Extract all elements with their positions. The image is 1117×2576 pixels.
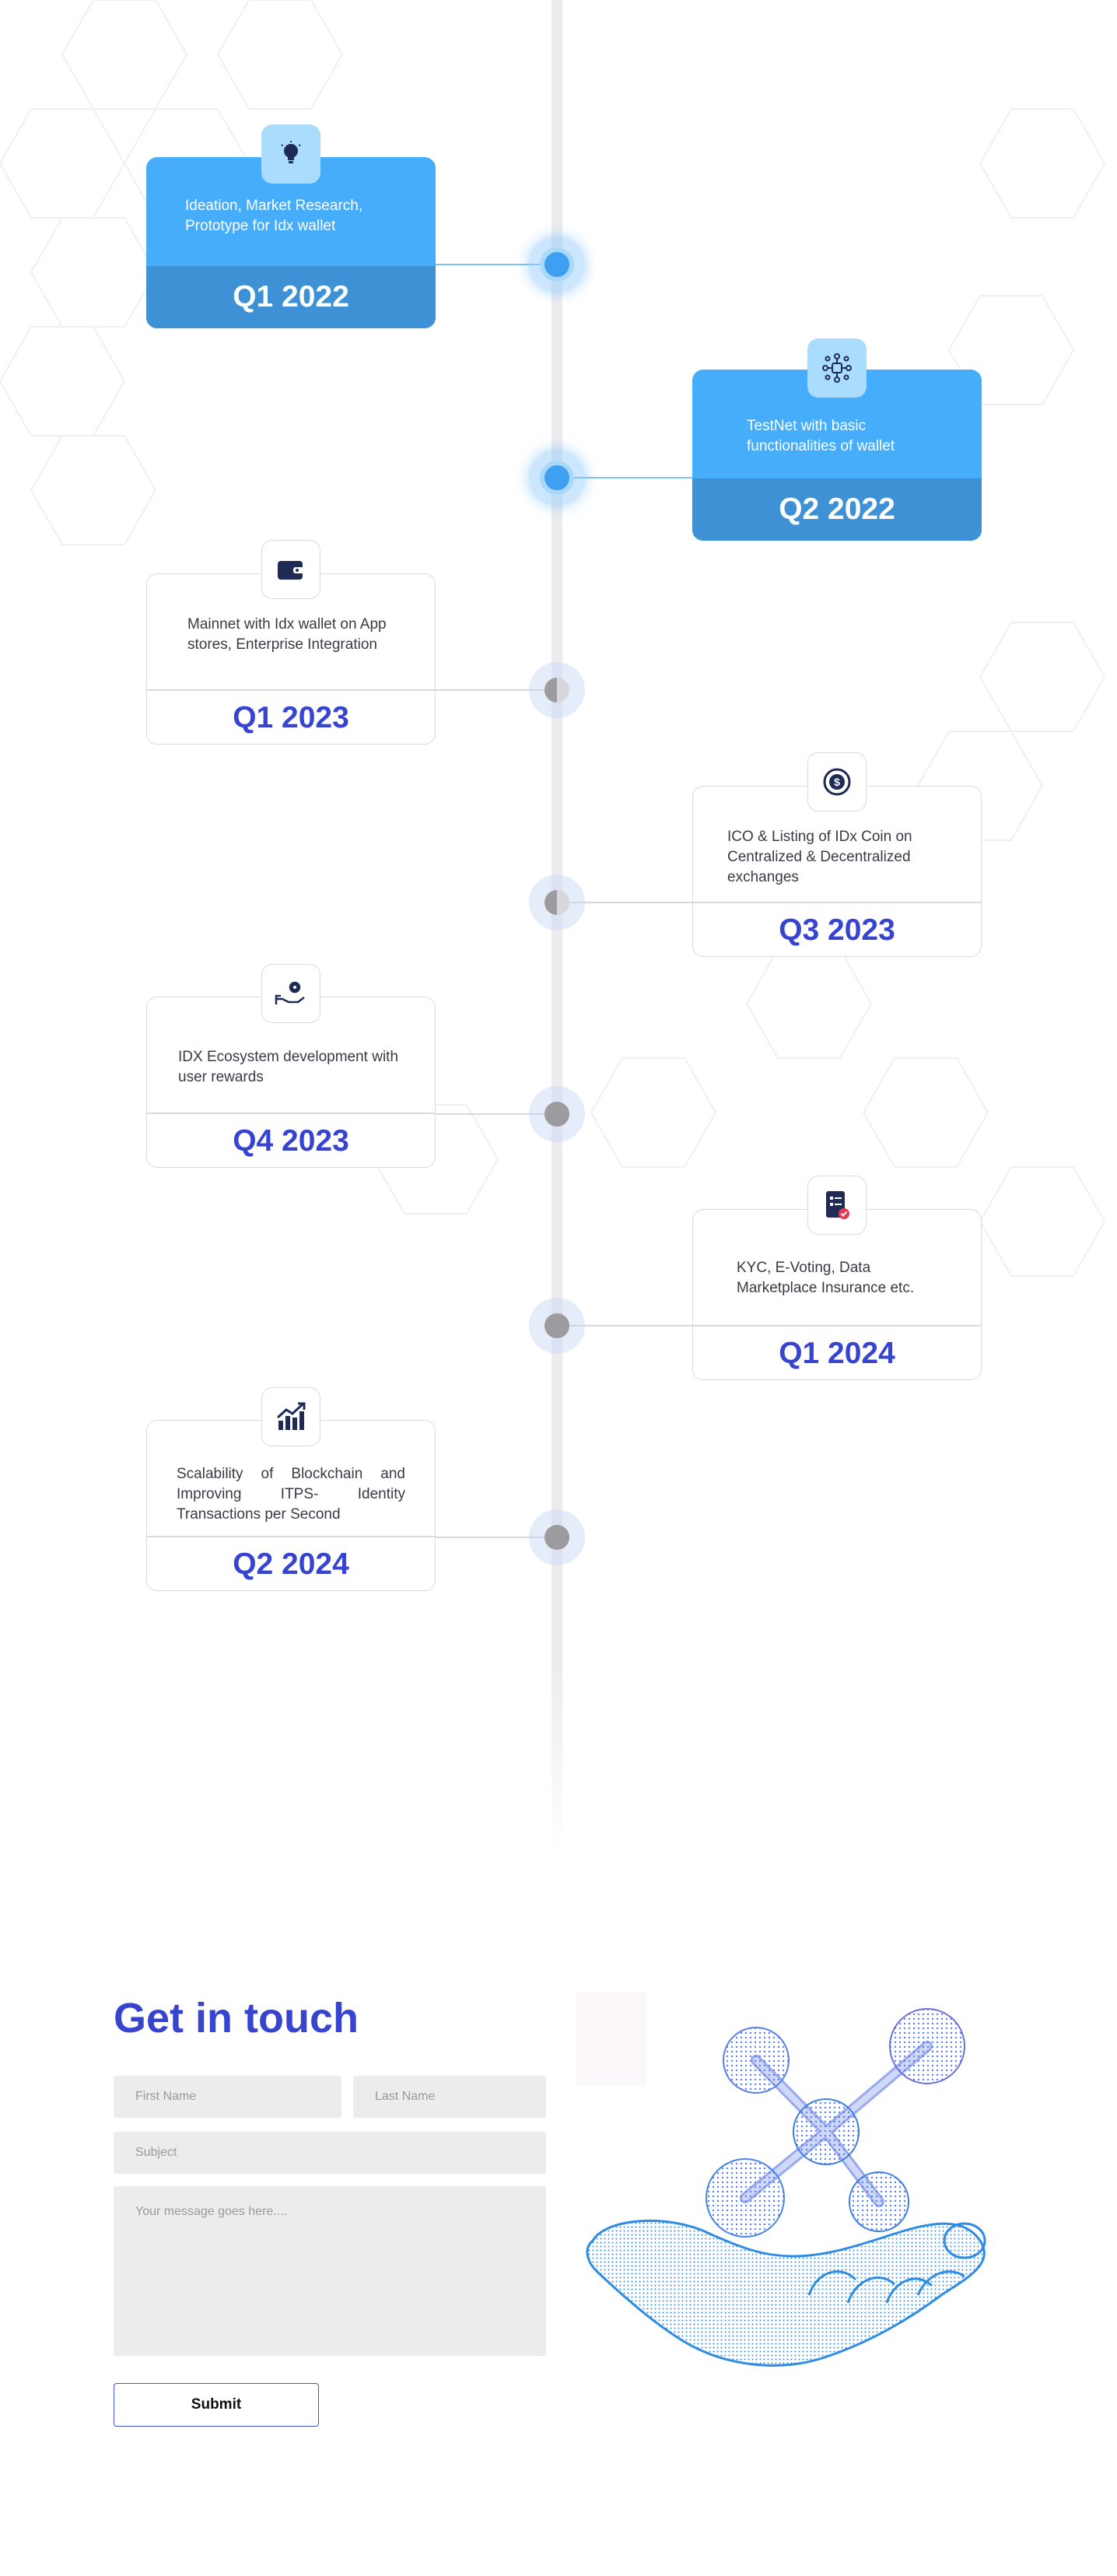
milestone-description: Mainnet with Idx wallet on App stores, E… xyxy=(187,616,387,653)
card-divider xyxy=(693,1325,981,1327)
timeline-node xyxy=(529,237,585,293)
card-divider xyxy=(147,1536,435,1537)
timeline-node-dot xyxy=(544,1525,569,1550)
timeline-node xyxy=(529,1509,585,1565)
atom-sphere xyxy=(706,2158,785,2238)
coin-icon: $ xyxy=(823,768,851,796)
milestone-card-q1-2022: Ideation, Market Research, Prototype for… xyxy=(146,157,436,328)
milestone-description: ICO & Listing of IDx Coin on Centralized… xyxy=(727,829,912,885)
atom-sphere xyxy=(849,2171,909,2232)
milestone-icon-box xyxy=(261,964,320,1023)
submit-button[interactable]: Submit xyxy=(114,2383,319,2427)
milestone-description: TestNet with basic functionalities of wa… xyxy=(747,418,895,454)
card-divider xyxy=(693,902,981,903)
atom-sphere xyxy=(793,2098,860,2165)
network-icon xyxy=(822,353,852,383)
wallet-icon xyxy=(278,561,304,580)
timeline-node xyxy=(529,874,585,931)
timeline-node xyxy=(529,662,585,718)
milestone-quarter: Q1 2023 xyxy=(233,701,349,734)
timeline-node-dot xyxy=(544,678,569,703)
milestone-quarter: Q2 2024 xyxy=(233,1547,349,1581)
timeline-node xyxy=(529,1086,585,1142)
milestone-icon-box xyxy=(261,540,320,599)
timeline-connector xyxy=(562,902,694,903)
growth-chart-icon xyxy=(276,1402,306,1430)
card-divider xyxy=(147,1113,435,1114)
message-textarea[interactable] xyxy=(114,2186,546,2356)
timeline-node xyxy=(529,450,585,506)
milestone-icon-box xyxy=(261,1387,320,1446)
milestone-icon-box xyxy=(807,338,867,398)
milestone-description: Ideation, Market Research, Prototype for… xyxy=(185,198,363,234)
timeline-node-dot xyxy=(544,1313,569,1338)
atom-sphere xyxy=(723,2027,790,2094)
milestone-quarter: Q3 2023 xyxy=(779,913,895,947)
timeline-node-dot xyxy=(540,461,574,495)
illustration-glow xyxy=(576,1992,646,2085)
timeline-node-dot xyxy=(540,247,574,282)
timeline-node-dot xyxy=(544,890,569,915)
timeline-connector xyxy=(436,689,552,691)
milestone-quarter: Q2 2022 xyxy=(779,492,895,526)
lightbulb-icon xyxy=(281,141,301,163)
svg-text:$: $ xyxy=(834,776,840,788)
milestone-description: Scalability of Blockchain and Improving … xyxy=(177,1466,405,1523)
timeline-connector xyxy=(562,1325,694,1327)
checklist-icon xyxy=(826,1191,849,1219)
milestone-icon-box: $ xyxy=(807,752,867,811)
card-divider xyxy=(147,689,435,691)
milestone-description: IDX Ecosystem development with user rewa… xyxy=(178,1049,399,1085)
atom-sphere xyxy=(889,2008,965,2084)
wireframe-hand xyxy=(586,2219,986,2367)
milestone-quarter: Q1 2024 xyxy=(779,1337,895,1370)
milestone-card-q3-2023: ICO & Listing of IDx Coin on Centralized… xyxy=(692,786,982,957)
milestone-icon-box xyxy=(261,124,320,184)
contact-title: Get in touch xyxy=(114,1995,359,2042)
milestone-card-q1-2023: Mainnet with Idx wallet on App stores, E… xyxy=(146,573,436,745)
milestone-icon-box xyxy=(807,1176,867,1235)
subject-input[interactable] xyxy=(114,2132,546,2174)
quarter-band xyxy=(692,478,982,541)
quarter-band xyxy=(146,266,436,328)
first-name-input[interactable] xyxy=(114,2076,341,2118)
milestone-card-q1-2024: KYC, E-Voting, Data Marketplace Insuranc… xyxy=(692,1209,982,1380)
timeline-node xyxy=(529,1298,585,1354)
milestone-card-q2-2022: TestNet with basic functionalities of wa… xyxy=(692,370,982,541)
timeline-connector xyxy=(436,1113,552,1115)
hand-gear-icon xyxy=(275,981,305,1004)
timeline-connector xyxy=(436,264,552,265)
timeline-connector xyxy=(562,477,694,478)
timeline-node-dot xyxy=(544,1102,569,1127)
milestone-description: KYC, E-Voting, Data Marketplace Insuranc… xyxy=(737,1260,915,1296)
milestone-card-q2-2024: Scalability of Blockchain and Improving … xyxy=(146,1420,436,1591)
last-name-input[interactable] xyxy=(353,2076,546,2118)
molecule-hand-illustration xyxy=(576,1992,986,2367)
milestone-quarter: Q1 2022 xyxy=(233,280,349,314)
timeline-connector xyxy=(436,1537,552,1538)
milestone-card-q4-2023: IDX Ecosystem development with user rewa… xyxy=(146,997,436,1168)
milestone-quarter: Q4 2023 xyxy=(233,1124,349,1158)
